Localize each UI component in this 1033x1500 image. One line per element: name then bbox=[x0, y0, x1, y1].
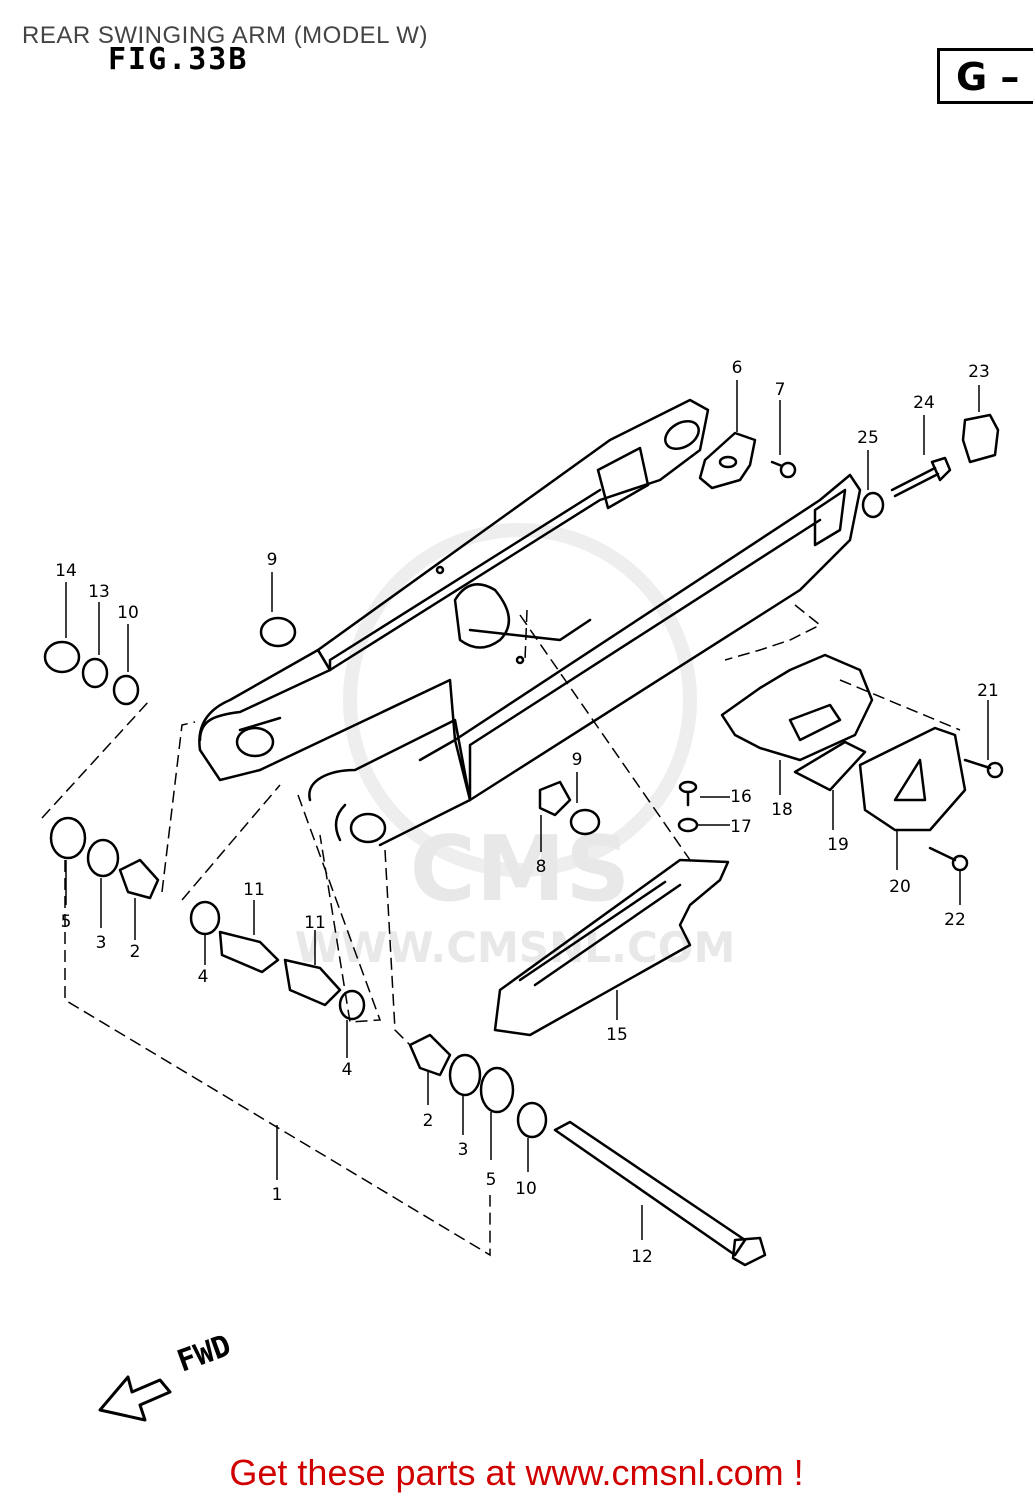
bush-9-upper bbox=[259, 616, 297, 648]
cap-14 bbox=[43, 640, 81, 674]
part-number-label: 9 bbox=[267, 550, 278, 570]
part-number-label: 5 bbox=[61, 912, 72, 932]
part-number-label: 1 bbox=[272, 1185, 283, 1205]
forward-label: FWD bbox=[173, 1328, 236, 1379]
watermark-url: WWW.CMSNL.COM bbox=[295, 923, 736, 972]
part-number-label: 14 bbox=[55, 561, 77, 581]
assembly-lines bbox=[41, 604, 961, 1257]
seal-5-left bbox=[49, 816, 87, 860]
collar-8 bbox=[538, 780, 572, 817]
part-number-label: 4 bbox=[198, 967, 209, 987]
part-number-label: 18 bbox=[771, 800, 793, 820]
washer-10-right bbox=[516, 1101, 548, 1139]
forward-direction-indicator: FWD bbox=[98, 1328, 236, 1422]
washer-13 bbox=[81, 657, 109, 689]
model-code-box: G – bbox=[937, 48, 1033, 104]
screw-16 bbox=[678, 780, 698, 807]
washer-10-upper bbox=[112, 674, 140, 706]
sleeve-11-b bbox=[283, 958, 342, 1007]
swing-arm bbox=[198, 398, 862, 847]
page-title: REAR SWINGING ARM (MODEL W) bbox=[22, 22, 428, 49]
part-number-label: 24 bbox=[913, 393, 935, 413]
adjuster-plate-6 bbox=[698, 431, 757, 490]
washer-17 bbox=[677, 817, 699, 833]
part-number-label: 23 bbox=[968, 362, 990, 382]
block-23 bbox=[961, 413, 1000, 464]
part-number-label: 9 bbox=[572, 750, 583, 770]
part-number-label: 16 bbox=[730, 787, 752, 807]
part-number-label: 20 bbox=[889, 877, 911, 897]
part-number-label: 11 bbox=[304, 913, 326, 933]
bolt-22 bbox=[928, 846, 969, 872]
part-number-label: 22 bbox=[944, 910, 966, 930]
part-number-label: 21 bbox=[977, 681, 999, 701]
guide-plate-19 bbox=[793, 740, 867, 792]
bearing-2-left bbox=[118, 858, 160, 900]
footer-promo[interactable]: Get these parts at www.cmsnl.com ! bbox=[229, 1452, 804, 1493]
guard-plate-20 bbox=[858, 726, 967, 832]
bolt-21 bbox=[963, 758, 1004, 779]
model-code-label: G – bbox=[956, 55, 1020, 99]
part-number-label: 12 bbox=[631, 1247, 653, 1267]
part-number-label: 25 bbox=[857, 428, 879, 448]
spacer-4-right bbox=[338, 989, 366, 1021]
part-number-label: 7 bbox=[775, 380, 786, 400]
part-number-label: 3 bbox=[96, 933, 107, 953]
part-number-label: 15 bbox=[606, 1025, 628, 1045]
nut-25 bbox=[861, 491, 885, 519]
bolt-7 bbox=[770, 460, 797, 479]
part-number-label: 3 bbox=[458, 1140, 469, 1160]
part-number-label: 8 bbox=[536, 857, 547, 877]
pivot-shaft-12 bbox=[553, 1120, 767, 1267]
part-number-label: 17 bbox=[730, 817, 752, 837]
spacer-4-left bbox=[189, 900, 221, 936]
part-number-label: 19 bbox=[827, 835, 849, 855]
part-number-label: 5 bbox=[486, 1170, 497, 1190]
chain-slider-15 bbox=[493, 858, 730, 1037]
chain-guide-18 bbox=[720, 653, 874, 762]
part-number-label: 11 bbox=[243, 880, 265, 900]
watermark: CMS WWW.CMSNL.COM bbox=[295, 523, 736, 972]
part-number-label: 4 bbox=[342, 1060, 353, 1080]
part-number-label: 2 bbox=[423, 1111, 434, 1131]
leader-lines bbox=[65, 380, 989, 1240]
seal-5-right bbox=[479, 1066, 515, 1114]
washer-3-right bbox=[448, 1053, 482, 1097]
part-number-label: 6 bbox=[732, 358, 743, 378]
washer-3-left bbox=[86, 838, 120, 878]
bearing-2-right bbox=[408, 1033, 452, 1077]
part-number-label: 10 bbox=[117, 603, 139, 623]
part-number-label: 10 bbox=[515, 1179, 537, 1199]
bolt-24 bbox=[890, 456, 952, 498]
part-number-label: 13 bbox=[88, 582, 110, 602]
part-number-label: 2 bbox=[130, 942, 141, 962]
forward-arrow-icon bbox=[98, 1375, 172, 1422]
bush-9-lower bbox=[569, 808, 601, 836]
sleeve-11-a bbox=[218, 930, 280, 974]
watermark-brand: CMS bbox=[410, 817, 630, 922]
figure-number: FIG.33B bbox=[108, 42, 249, 77]
